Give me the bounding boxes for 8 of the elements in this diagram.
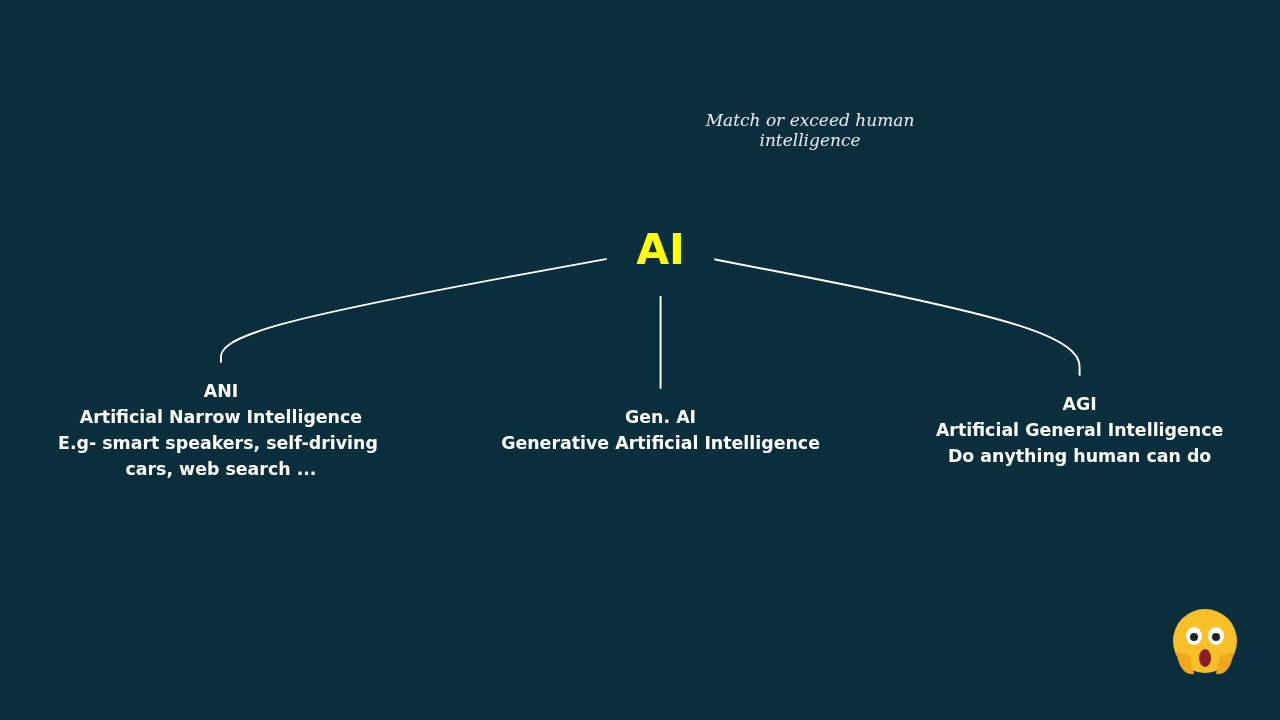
connector (659, 294, 662, 391)
node-text: AGI Artificial General Intelligence Do anything human can do (935, 393, 1224, 467)
connector (220, 258, 609, 365)
connector (712, 258, 1081, 378)
note: Match or exceed human intelligence (704, 110, 916, 150)
node-text: ANI Artificial Narrow Intelligence E.g- smart speakers, self-driving cars, web search ... (58, 380, 378, 480)
node-text: AI (636, 224, 685, 274)
node-text: Gen. AI Generative Artificial Intelligence (501, 407, 820, 454)
